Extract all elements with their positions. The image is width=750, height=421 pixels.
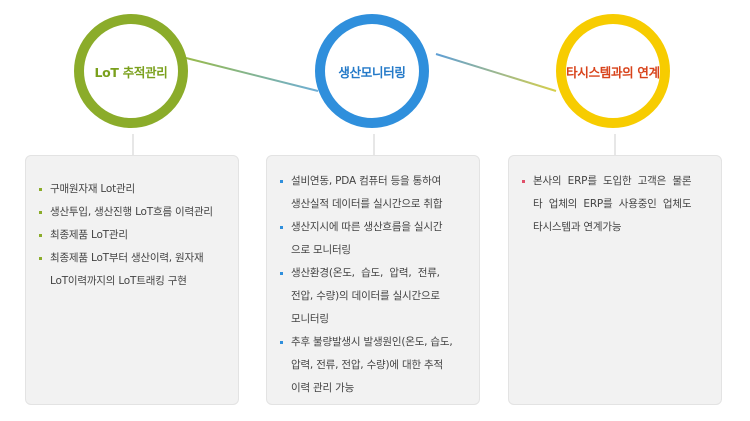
bullet-icon bbox=[280, 341, 283, 344]
bullet-icon bbox=[39, 188, 42, 191]
system-integration-card: 본사의 ERP를 도입한 고객은 물론 타 업체의 ERP를 사용중인 업체도 … bbox=[508, 155, 722, 405]
bullet-icon bbox=[39, 211, 42, 214]
list-item: 추후 불량발생시 발생원인(온도, 습도, bbox=[280, 331, 479, 354]
list-item: 설비연동, PDA 컴퓨터 등을 통하여 bbox=[280, 170, 479, 193]
production-monitoring-title: 생산모니터링 bbox=[338, 64, 406, 80]
production-monitoring-list: 설비연동, PDA 컴퓨터 등을 통하여 생산실적 데이터를 실시간으로 취합 … bbox=[280, 170, 479, 400]
list-item-continuation: 타시스템과 연계가능 bbox=[533, 221, 622, 233]
list-item-continuation: 이력 관리 가능 bbox=[291, 382, 355, 394]
bullet-icon bbox=[522, 180, 525, 183]
list-item-continuation: 전압, 수량)의 데이터를 실시간으로 bbox=[291, 290, 440, 302]
lot-tracking-circle: LoT 추적관리 bbox=[74, 14, 188, 128]
list-item: 최종제품 LoT관리 bbox=[39, 224, 238, 247]
bullet-icon bbox=[280, 180, 283, 183]
lot-tracking-card: 구매원자재 Lot관리 생산투입, 생산진행 LoT흐름 이력관리 최종제품 L… bbox=[25, 155, 239, 405]
production-monitoring-circle: 생산모니터링 bbox=[315, 14, 429, 128]
list-item-continuation: 압력, 전류, 전압, 수량)에 대한 추적 bbox=[291, 359, 443, 371]
bullet-icon bbox=[280, 226, 283, 229]
list-item: 생산지시에 따른 생산흐름을 실시간 bbox=[280, 216, 479, 239]
production-monitoring-card: 설비연동, PDA 컴퓨터 등을 통하여 생산실적 데이터를 실시간으로 취합 … bbox=[266, 155, 480, 405]
list-item: 생산환경(온도, 습도, 압력, 전류, bbox=[280, 262, 479, 285]
list-item-continuation: 으로 모니터링 bbox=[291, 244, 351, 256]
connector-line-2-3 bbox=[435, 53, 557, 92]
connector-line-1-2 bbox=[169, 53, 319, 92]
list-item: 최종제품 LoT부터 생산이력, 원자재 bbox=[39, 247, 238, 270]
list-item-continuation: 타 업체의 ERP를 사용중인 업체도 bbox=[533, 198, 692, 210]
list-item-continuation: 모니터링 bbox=[291, 313, 329, 325]
list-item-continuation: 생산실적 데이터를 실시간으로 취합 bbox=[291, 198, 443, 210]
bullet-icon bbox=[280, 272, 283, 275]
lot-tracking-list: 구매원자재 Lot관리 생산투입, 생산진행 LoT흐름 이력관리 최종제품 L… bbox=[39, 178, 238, 293]
system-integration-list: 본사의 ERP를 도입한 고객은 물론 타 업체의 ERP를 사용중인 업체도 … bbox=[522, 170, 721, 239]
bullet-icon bbox=[39, 257, 42, 260]
lot-tracking-title: LoT 추적관리 bbox=[94, 64, 168, 80]
bullet-icon bbox=[39, 234, 42, 237]
list-item-continuation: LoT이력까지의 LoT트래킹 구현 bbox=[50, 275, 187, 287]
system-integration-circle: 타시스템과의 연계 bbox=[556, 14, 670, 128]
list-item: 본사의 ERP를 도입한 고객은 물론 bbox=[522, 170, 721, 193]
list-item: 생산투입, 생산진행 LoT흐름 이력관리 bbox=[39, 201, 238, 224]
system-integration-title: 타시스템과의 연계 bbox=[566, 64, 660, 80]
list-item: 구매원자재 Lot관리 bbox=[39, 178, 238, 201]
